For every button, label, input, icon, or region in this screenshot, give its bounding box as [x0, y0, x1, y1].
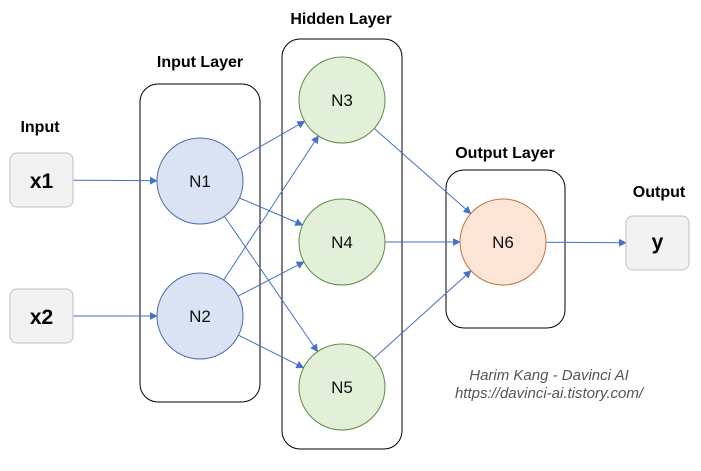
node-n1-circle [156, 137, 244, 225]
edge-n2-n4 [237, 261, 305, 297]
node-n2-circle [156, 272, 244, 360]
output-layer-label: Output Layer [455, 145, 555, 162]
node-n1-label: N1 [189, 172, 211, 191]
credit-url: https://davinci-ai.tistory.com/ [455, 385, 645, 402]
node-n2: N2 [156, 272, 244, 360]
edge-n1-n5 [223, 216, 319, 353]
edge-n3-n6 [373, 128, 472, 215]
input-x2: x2 [9, 288, 74, 344]
node-n6-circle [459, 198, 547, 286]
input-x1: x1 [9, 152, 74, 208]
edges-group [72, 120, 627, 369]
node-n2-label: N2 [189, 307, 211, 326]
node-n3: N3 [298, 56, 386, 144]
node-n4: N4 [298, 198, 386, 286]
node-n6-label: N6 [492, 233, 514, 252]
input-x2-box [9, 288, 74, 344]
node-n4-circle [298, 198, 386, 286]
node-n3-label: N3 [331, 91, 353, 110]
edge-n5-n6 [373, 270, 472, 359]
output-y: y [625, 215, 690, 271]
edge-n2-n3 [223, 135, 319, 281]
edge-n2-n5 [238, 334, 305, 369]
output-y-text: y [652, 231, 664, 254]
edge-n6-y [545, 238, 627, 247]
edge-n1-n3 [237, 120, 306, 161]
node-n5-circle [298, 343, 386, 431]
node-n4-label: N4 [331, 233, 353, 252]
input-layer-label: Input Layer [157, 54, 243, 71]
input-label: Input [20, 119, 60, 136]
node-n5-label: N5 [331, 378, 353, 397]
node-n1: N1 [156, 137, 244, 225]
edge-x1-n1 [72, 176, 158, 185]
input-x1-box [9, 152, 74, 208]
input-x1-text: x1 [30, 170, 54, 193]
node-n6: N6 [459, 198, 547, 286]
edge-n1-n4 [239, 197, 304, 226]
node-n5: N5 [298, 343, 386, 431]
hidden-layer-label: Hidden Layer [290, 11, 391, 28]
output-label: Output [633, 184, 686, 201]
credit-author: Harim Kang - Davinci AI [469, 367, 629, 384]
node-n3-circle [298, 56, 386, 144]
output-y-box [625, 215, 690, 271]
input-x2-text: x2 [30, 306, 53, 329]
